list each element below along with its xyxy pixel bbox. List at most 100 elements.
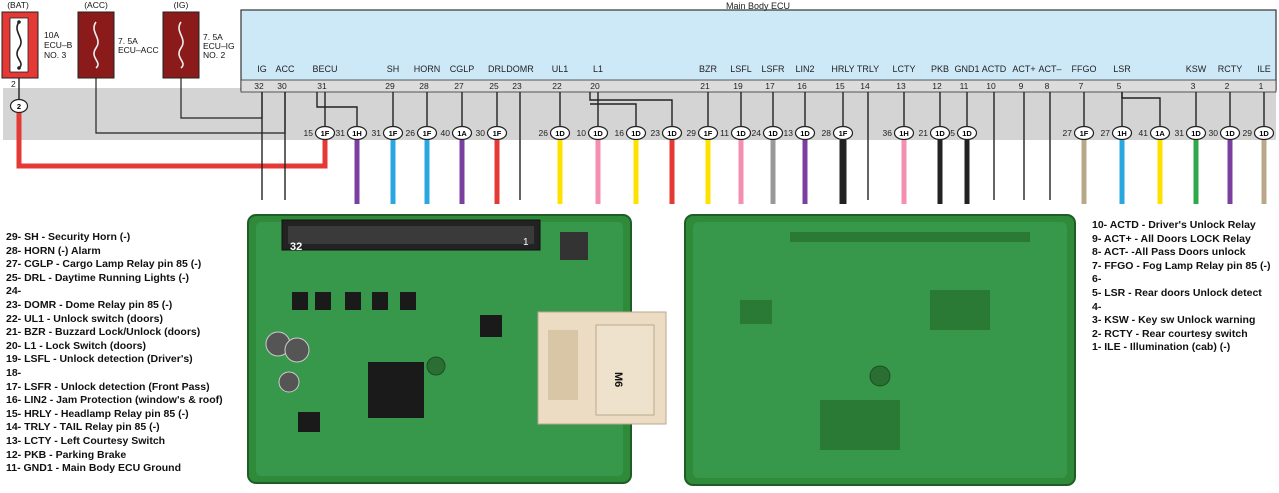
terminal-ig: IG 32 [254, 64, 267, 200]
ecu-pin-hrly: 15 [835, 81, 845, 91]
connector-lsr [1111, 125, 1133, 141]
connector-label-l1c: 1D [667, 129, 677, 138]
connector-label-cglp: 1A [457, 129, 467, 138]
legend-line: 29- SH - Security Horn (-) [6, 231, 131, 243]
terminal-label-lsr: LSR [1113, 64, 1131, 74]
connector-label-ul1: 1D [555, 129, 565, 138]
connector-pin-becu: 15 [304, 128, 314, 138]
legend-line: 10- ACTD - Driver's Unlock Relay [1092, 219, 1256, 231]
ecu-pin-lsr: 5 [1117, 81, 1122, 91]
terminal-label-lsfl: LSFL [730, 64, 752, 74]
ecu-pin-ul1: 22 [552, 81, 562, 91]
pcb-left-regulator [560, 232, 588, 260]
terminal-label-ffgo: FFGO [1072, 64, 1097, 74]
ecu-pin-lcty: 13 [896, 81, 906, 91]
terminal-label-lin2: LIN2 [795, 64, 814, 74]
terminal-label-ile: ILE [1257, 64, 1271, 74]
connector-label-bzr: 1F [704, 129, 713, 138]
legend-line: 11- GND1 - Main Body ECU Ground [6, 462, 182, 475]
fuse-bat-number: NO. 3 [44, 50, 66, 60]
terminal-act: ACT–8 [1038, 64, 1062, 200]
legend-line: 14- TRLY - TAIL Relay pin 85 (-) [6, 421, 160, 434]
ecu-pin-ig: 32 [254, 81, 264, 91]
legend-line: 20- L1 - Lock Switch (doors) [6, 339, 147, 352]
connector-hrly [832, 125, 854, 141]
connector-pin-l1c: 23 [651, 128, 661, 138]
ecu-pin-act: 9 [1019, 81, 1024, 91]
fuse-bat: (BAT) 10A ECU–B NO. 3 2 2 [1, 0, 73, 114]
terminal-label-ig: IG [257, 64, 267, 74]
legend-line: 4- [1092, 300, 1102, 313]
legend-line: 5- LSR - Rear doors Unlock detect [1092, 286, 1262, 299]
connector-drl [486, 125, 508, 141]
connector-pin-ksw: 31 [1175, 128, 1185, 138]
connector-l1 [587, 125, 609, 141]
pcb-board-right [684, 214, 1076, 486]
fuse-ig-element-icon [178, 21, 184, 69]
becu-branch-line [316, 92, 358, 126]
connector-ile [1253, 125, 1275, 141]
connector-l1b [625, 125, 647, 141]
legend-line: 9- ACT+ - All Doors LOCK Relay [1092, 232, 1251, 245]
connector-pin-lsfr: 24 [752, 128, 762, 138]
connector-bzr [697, 125, 719, 141]
connector-label-lcty: 1H [899, 129, 909, 138]
connector-becu2 [346, 125, 368, 141]
fuse-bat-pin-bottom [17, 66, 21, 70]
connector-ul1 [549, 125, 571, 141]
ecu-pin-ksw: 3 [1191, 81, 1196, 91]
connector-lsr2 [1149, 125, 1171, 141]
connector-pin-sh: 31 [372, 128, 382, 138]
ecu-title: Main Body ECU [726, 1, 790, 11]
fuse-ig: (IG) 7. 5A ECU–IG NO. 2 [162, 0, 263, 119]
connector-pin-hrly: 28 [822, 128, 832, 138]
connector-sh [382, 125, 404, 141]
ecu-pin-ffgo: 7 [1079, 81, 1084, 91]
terminal-label-l1: L1 [593, 64, 603, 74]
connector-pin-l1b: 16 [615, 128, 625, 138]
legend-line: 22- UL1 - Unlock switch (doors) [6, 312, 163, 325]
terminal-label-bzr: BZR [699, 64, 718, 74]
pcb-right-edge-number: 1 [523, 237, 529, 248]
l1-branch-line-b [590, 103, 637, 126]
legend-line: 27- CGLP - Cargo Lamp Relay pin 85 (-) [6, 258, 202, 271]
connector-pin-becu2: 31 [336, 128, 346, 138]
ecu-pin-bzr: 21 [700, 81, 710, 91]
connector-pin-horn: 26 [406, 128, 416, 138]
connector-label-lsfl: 1D [736, 129, 746, 138]
connector-label-ile: 1D [1259, 129, 1269, 138]
connector-pin-cglp: 40 [441, 128, 451, 138]
fuse-ig-number: NO. 2 [203, 50, 225, 60]
fuse-ig-name: ECU–IG [203, 41, 235, 51]
connector-pin-drl: 30 [476, 128, 486, 138]
connector-pin-pkb: 21 [919, 128, 929, 138]
connector-l1c [661, 125, 683, 141]
terminal-label-pkb: PKB [931, 64, 949, 74]
fuse-bat-element-icon [16, 21, 22, 69]
fuse-bat-window [9, 17, 29, 73]
ecu-pin-trly: 14 [860, 81, 870, 91]
connector-pkb [929, 125, 951, 141]
connector-cglp [451, 125, 473, 141]
ecu-pin-lsfr: 17 [765, 81, 775, 91]
connector-label-ffgo: 1F [1080, 129, 1089, 138]
ecu-pin-l1: 20 [590, 81, 600, 91]
connector-pin-rcty: 30 [1209, 128, 1219, 138]
terminal-label-becu: BECU [312, 64, 337, 74]
legend-line: 3- KSW - Key sw Unlock warning [1092, 314, 1256, 327]
ecu-pin-sh: 29 [385, 81, 395, 91]
ecu-pin-drl: 25 [489, 81, 499, 91]
connector-label-lsfr: 1D [768, 129, 778, 138]
fuse-ig-rating: 7. 5A [203, 32, 223, 42]
legend-line: 19- LSFL - Unlock detection (Driver's) [6, 353, 193, 366]
terminal-label-domr: DOMR [506, 64, 534, 74]
